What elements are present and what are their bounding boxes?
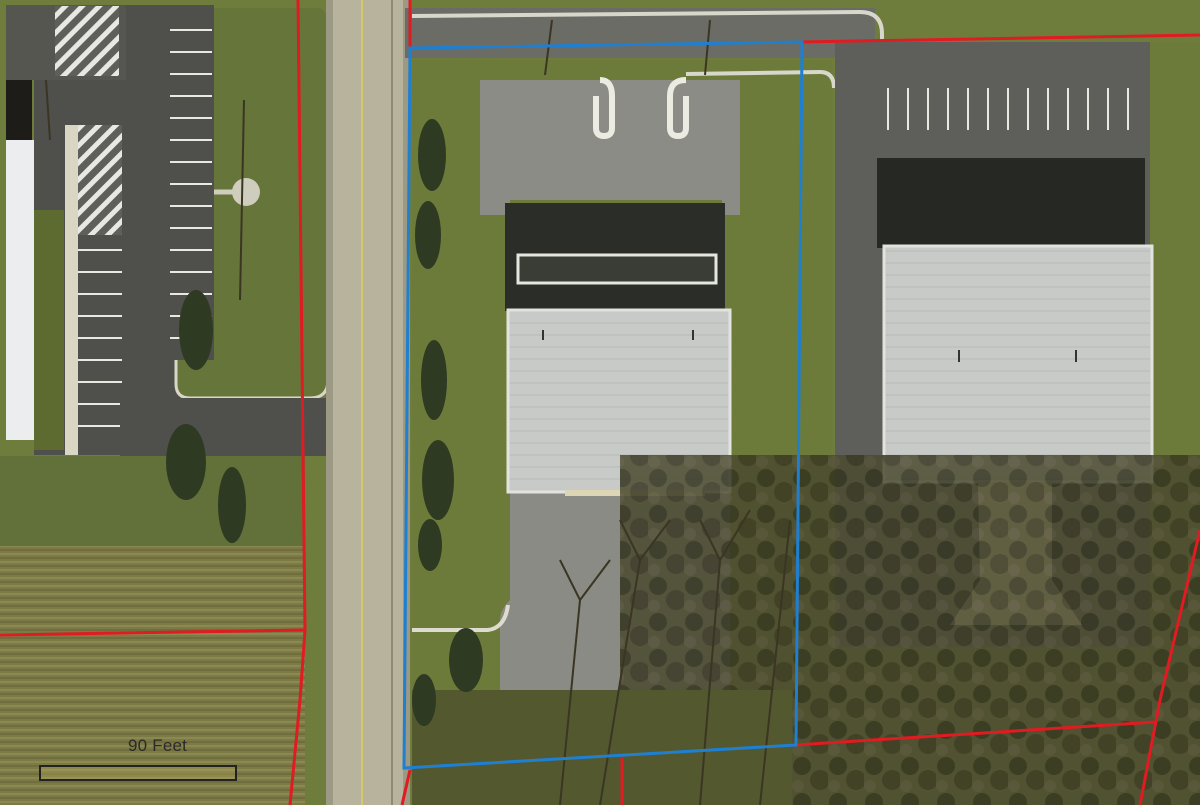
east-building-north-wing xyxy=(877,158,1145,248)
north-drive-curb xyxy=(411,9,884,130)
west-driveway xyxy=(120,398,335,456)
farm-field xyxy=(0,545,305,805)
parking-island-left xyxy=(593,77,615,140)
east-stall-lines xyxy=(887,88,1129,130)
conifer-trees xyxy=(166,119,483,726)
west-hatch-top xyxy=(55,6,119,76)
subject-parking-lot xyxy=(480,80,740,215)
east-drive-curb xyxy=(685,69,836,89)
west-building-roof xyxy=(6,140,34,440)
parking-island-right xyxy=(667,77,689,140)
subject-lawn-curb xyxy=(412,604,510,632)
field-edge-grass xyxy=(0,456,305,546)
west-grass-island xyxy=(34,210,64,450)
west-hatch-mid xyxy=(78,125,122,235)
east-building-roof xyxy=(884,246,1152,482)
subject-parcel-boundary xyxy=(402,40,804,770)
scale-bar xyxy=(39,765,237,781)
deciduous-trees xyxy=(45,19,791,805)
west-building-dark xyxy=(6,75,32,140)
scale-bar-label: 90 Feet xyxy=(128,736,188,755)
subject-building-canopy xyxy=(516,253,718,285)
west-curb-strip xyxy=(65,125,78,455)
light-pole-base xyxy=(232,178,260,206)
